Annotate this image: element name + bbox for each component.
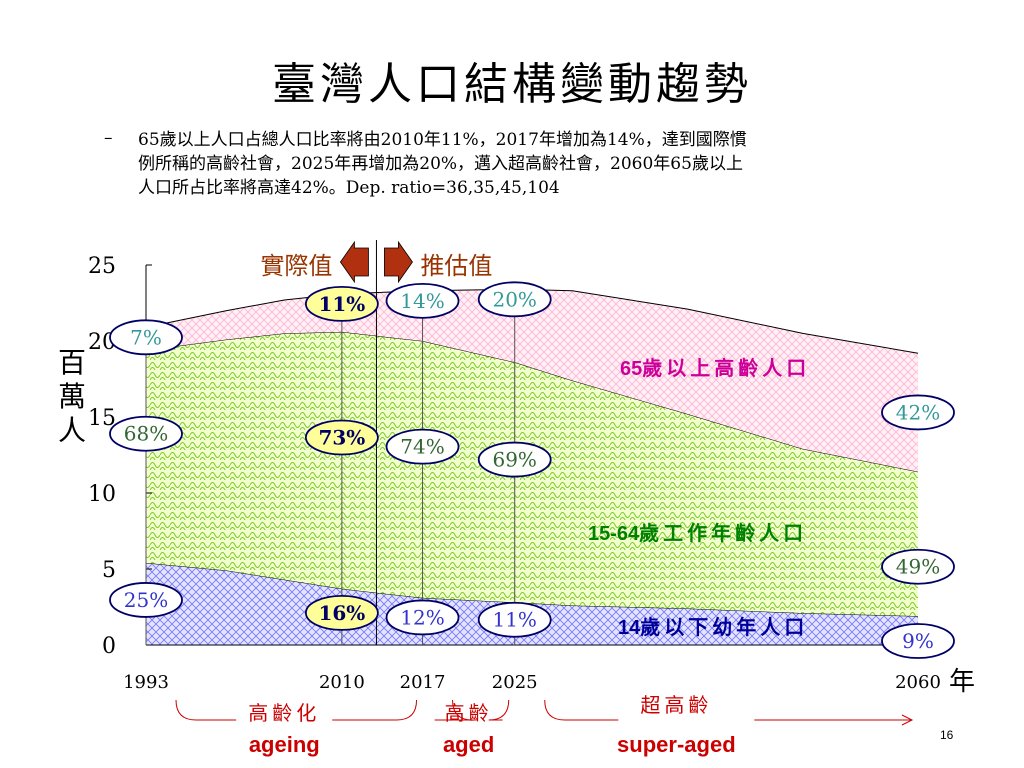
stage-bracket [332, 699, 418, 721]
series-label: 15-64歲工作年齡人口 [588, 521, 807, 545]
percent-bubble [385, 282, 460, 319]
percent-bubble [477, 441, 552, 478]
percent-label: 49% [896, 555, 940, 579]
percent-bubble [881, 548, 955, 585]
x-tick-label: 1993 [123, 672, 169, 693]
percent-label: 7% [130, 325, 162, 349]
stage-bracket [544, 699, 619, 721]
percent-bubble [304, 285, 379, 322]
series-label: 65歲以上高齡人口 [620, 356, 810, 380]
stage-label-zh: 高齡 [445, 701, 493, 725]
stage-label-en: ageing [249, 732, 320, 757]
percent-label: 11% [318, 292, 365, 316]
description-line: 65歲以上人口占總人口比率將由2010年11%，2017年增加為14%，達到國際… [138, 130, 747, 150]
area-boundary-line [145, 288, 919, 354]
y-tick-label: 25 [88, 254, 116, 279]
percent-label: 9% [902, 629, 934, 653]
x-tick-label: 2060 [895, 672, 941, 693]
stage-label-en: aged [443, 732, 494, 757]
stage-label-zh: 超高齡 [640, 693, 712, 717]
percent-bubble [385, 599, 460, 636]
percent-bubble [881, 394, 955, 431]
y-axis-label: 人 [58, 414, 86, 447]
percent-bubble [881, 623, 955, 659]
percent-label: 25% [124, 588, 168, 612]
page-number: 16 [940, 728, 954, 742]
y-tick-label: 15 [88, 406, 116, 431]
percent-bubble [385, 428, 460, 465]
percent-bubble [109, 319, 183, 356]
percent-bubble [304, 594, 379, 631]
description-line: 例所稱的高齡社會，2025年再增加為20%，邁入超高齡社會，2060年65歲以上 [138, 154, 743, 174]
percent-bubble [109, 415, 183, 452]
percent-bubble [477, 281, 552, 318]
arrow-right-icon [384, 240, 413, 284]
x-axis-label: 年 [949, 667, 975, 697]
y-tick-label: 10 [88, 482, 116, 507]
percent-label: 68% [124, 422, 168, 446]
y-tick-label: 0 [102, 634, 116, 659]
description-text: 65歲以上人口占總人口比率將由2010年11%，2017年增加為14%，達到國際… [138, 128, 958, 200]
percent-bubble [304, 419, 379, 456]
percent-bubble [477, 601, 552, 638]
percent-label: 14% [400, 289, 444, 313]
percent-label: 74% [400, 435, 444, 459]
percent-label: 16% [318, 601, 365, 625]
percent-label: 11% [492, 608, 536, 632]
stage-label-zh: 高齡化 [248, 701, 320, 725]
y-tick-label: 5 [102, 558, 116, 583]
percent-label: 42% [896, 400, 940, 424]
stage-bracket [175, 699, 237, 721]
percent-label: 20% [492, 287, 536, 311]
slide-title: 臺灣人口結構變動趨勢 [272, 59, 752, 110]
arrow-right-icon [901, 714, 914, 726]
y-axis-label: 萬 [58, 380, 86, 413]
description-line: 人口所占比率將高達42%。Dep. ratio=36,35,45,104 [138, 178, 560, 198]
projection-label: 推估值 [420, 252, 492, 280]
percent-bubble [109, 582, 183, 618]
x-tick-label: 2025 [492, 672, 538, 693]
area-series-2 [146, 289, 918, 472]
stage-label-en: super-aged [617, 732, 736, 757]
x-tick-label: 2010 [319, 672, 365, 693]
percent-label: 12% [400, 605, 444, 629]
percent-label: 69% [492, 448, 536, 472]
stage-bracket [488, 699, 510, 721]
bullet-dash: – [104, 128, 113, 148]
arrow-left-icon [339, 240, 369, 284]
percent-label: 73% [318, 426, 365, 450]
stage-bracket [434, 699, 473, 721]
actual-label: 實際值 [260, 252, 332, 280]
y-axis-label: 百 [58, 346, 86, 379]
x-tick-label: 2017 [400, 672, 446, 693]
series-label: 14歲以下幼年人口 [618, 615, 808, 639]
